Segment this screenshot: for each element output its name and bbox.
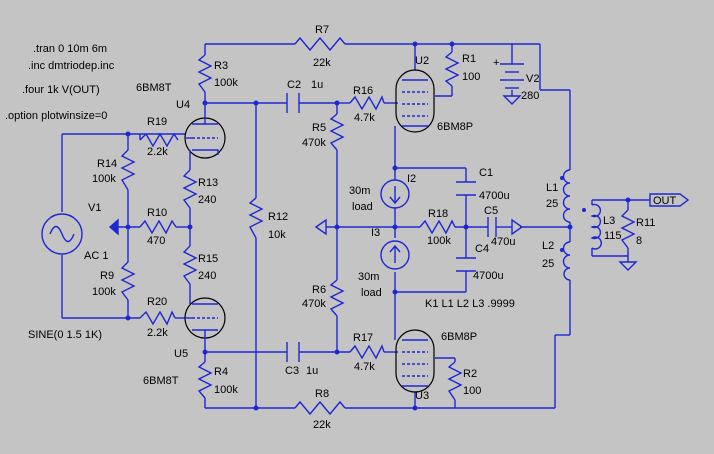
directive-texts: .tran 0 10m 6m .inc dmtriodep.inc .four … [5, 43, 515, 310]
u4-model: 6BM8T [136, 82, 172, 94]
r12-value: 10k [268, 229, 286, 241]
voltage-source-symbols [41, 44, 524, 255]
l2-name: L2 [542, 240, 554, 252]
l1-value: 25 [546, 198, 558, 210]
r11-value: 8 [636, 235, 642, 247]
r9-name: R9 [100, 270, 114, 282]
directive-four: .four 1k V(OUT) [22, 84, 100, 96]
u4-name: U4 [176, 99, 190, 111]
r16-name: R16 [353, 85, 373, 97]
v1-name: V1 [88, 202, 101, 214]
r4-value: 100k [214, 384, 238, 396]
c2-name: C2 [287, 79, 301, 91]
r3-name: R3 [214, 60, 228, 72]
u2-model: 6BM8P [437, 121, 473, 133]
current-source-symbols [380, 172, 410, 270]
u2-name: U2 [415, 55, 429, 67]
r10-name: R10 [147, 207, 167, 219]
r2-name: R2 [463, 368, 477, 380]
r18-value: 100k [427, 235, 451, 247]
r4-name: R4 [214, 366, 228, 378]
ground-symbols [108, 95, 638, 271]
capacitor-symbols [286, 93, 497, 362]
c1-name: C1 [479, 167, 493, 179]
u3-model: 6BM8P [441, 331, 477, 343]
r19-name: R19 [147, 116, 167, 128]
r2-value: 100 [463, 385, 481, 397]
c2-value: 1u [311, 79, 323, 91]
i2-name: I2 [407, 173, 416, 185]
r7-value: 22k [313, 57, 331, 69]
r13-value: 240 [198, 194, 216, 206]
c3-name: C3 [285, 365, 299, 377]
r19-value: 2.2k [147, 146, 168, 158]
c4-name: C4 [475, 243, 489, 255]
l1-name: L1 [546, 182, 558, 194]
r20-name: R20 [147, 296, 167, 308]
inductor-symbols [560, 169, 602, 281]
v2-name: V2 [526, 73, 539, 85]
tube-symbols [184, 69, 435, 393]
c3-value: 1u [306, 365, 318, 377]
directive-inc: .inc dmtriodep.inc [28, 60, 115, 72]
r17-name: R17 [353, 332, 373, 344]
r6-value: 470k [302, 298, 326, 310]
v2-value: 280 [521, 90, 539, 102]
r12-name: R12 [268, 211, 288, 223]
r8-name: R8 [315, 388, 329, 400]
r5-name: R5 [312, 122, 326, 134]
junctions [125, 41, 631, 411]
r1-value: 100 [462, 71, 480, 83]
directive-option: .option plotwinsize=0 [5, 110, 107, 122]
i3-value: 30m [358, 271, 379, 283]
r3-value: 100k [214, 77, 238, 89]
i2-value2: load [352, 201, 373, 213]
v1-sine: SINE(0 1.5 1K) [28, 329, 102, 341]
r15-name: R15 [198, 253, 218, 265]
u3-name: U3 [415, 390, 429, 402]
r18-name: R18 [428, 208, 448, 220]
r1-name: R1 [462, 53, 476, 65]
r7-name: R7 [315, 24, 329, 36]
l3-value: 115 [604, 230, 622, 242]
u5-model: 6BM8T [143, 375, 179, 387]
c5-name: C5 [484, 205, 498, 217]
r13-name: R13 [198, 177, 218, 189]
i3-value2: load [361, 287, 382, 299]
i2-value: 30m [349, 185, 370, 197]
c1-value: 4700u [479, 190, 510, 202]
r11-name: R11 [636, 217, 655, 229]
v1-ac: AC 1 [84, 250, 108, 262]
u5-name: U5 [174, 348, 188, 360]
directive-coupling: K1 L1 L2 L3 .9999 [425, 298, 515, 310]
r17-value: 4.7k [354, 361, 375, 373]
i3-name: I3 [371, 227, 380, 239]
resistor-symbols [120, 36, 636, 416]
r8-value: 22k [313, 419, 331, 431]
wires [61, 43, 650, 409]
c5-value: 470u [491, 236, 515, 248]
c4-value: 4700u [473, 270, 504, 282]
r6-name: R6 [312, 284, 326, 296]
r14-value: 100k [92, 173, 116, 185]
v2-plus: + [493, 57, 499, 69]
r10-value: 470 [147, 235, 165, 247]
directive-tran: .tran 0 10m 6m [33, 43, 107, 55]
r20-value: 2.2k [147, 327, 168, 339]
out-flag [649, 193, 690, 207]
l3-name: L3 [603, 215, 615, 227]
r15-value: 240 [198, 270, 216, 282]
r14-name: R14 [97, 158, 117, 170]
r9-value: 100k [92, 286, 116, 298]
r5-value: 470k [302, 137, 326, 149]
l2-value: 25 [542, 258, 554, 270]
component-labels: V1 AC 1 SINE(0 1.5 1K) + V2 280 OUT R7 2… [28, 24, 677, 431]
out-label: OUT [653, 195, 677, 207]
r16-value: 4.7k [354, 112, 375, 124]
